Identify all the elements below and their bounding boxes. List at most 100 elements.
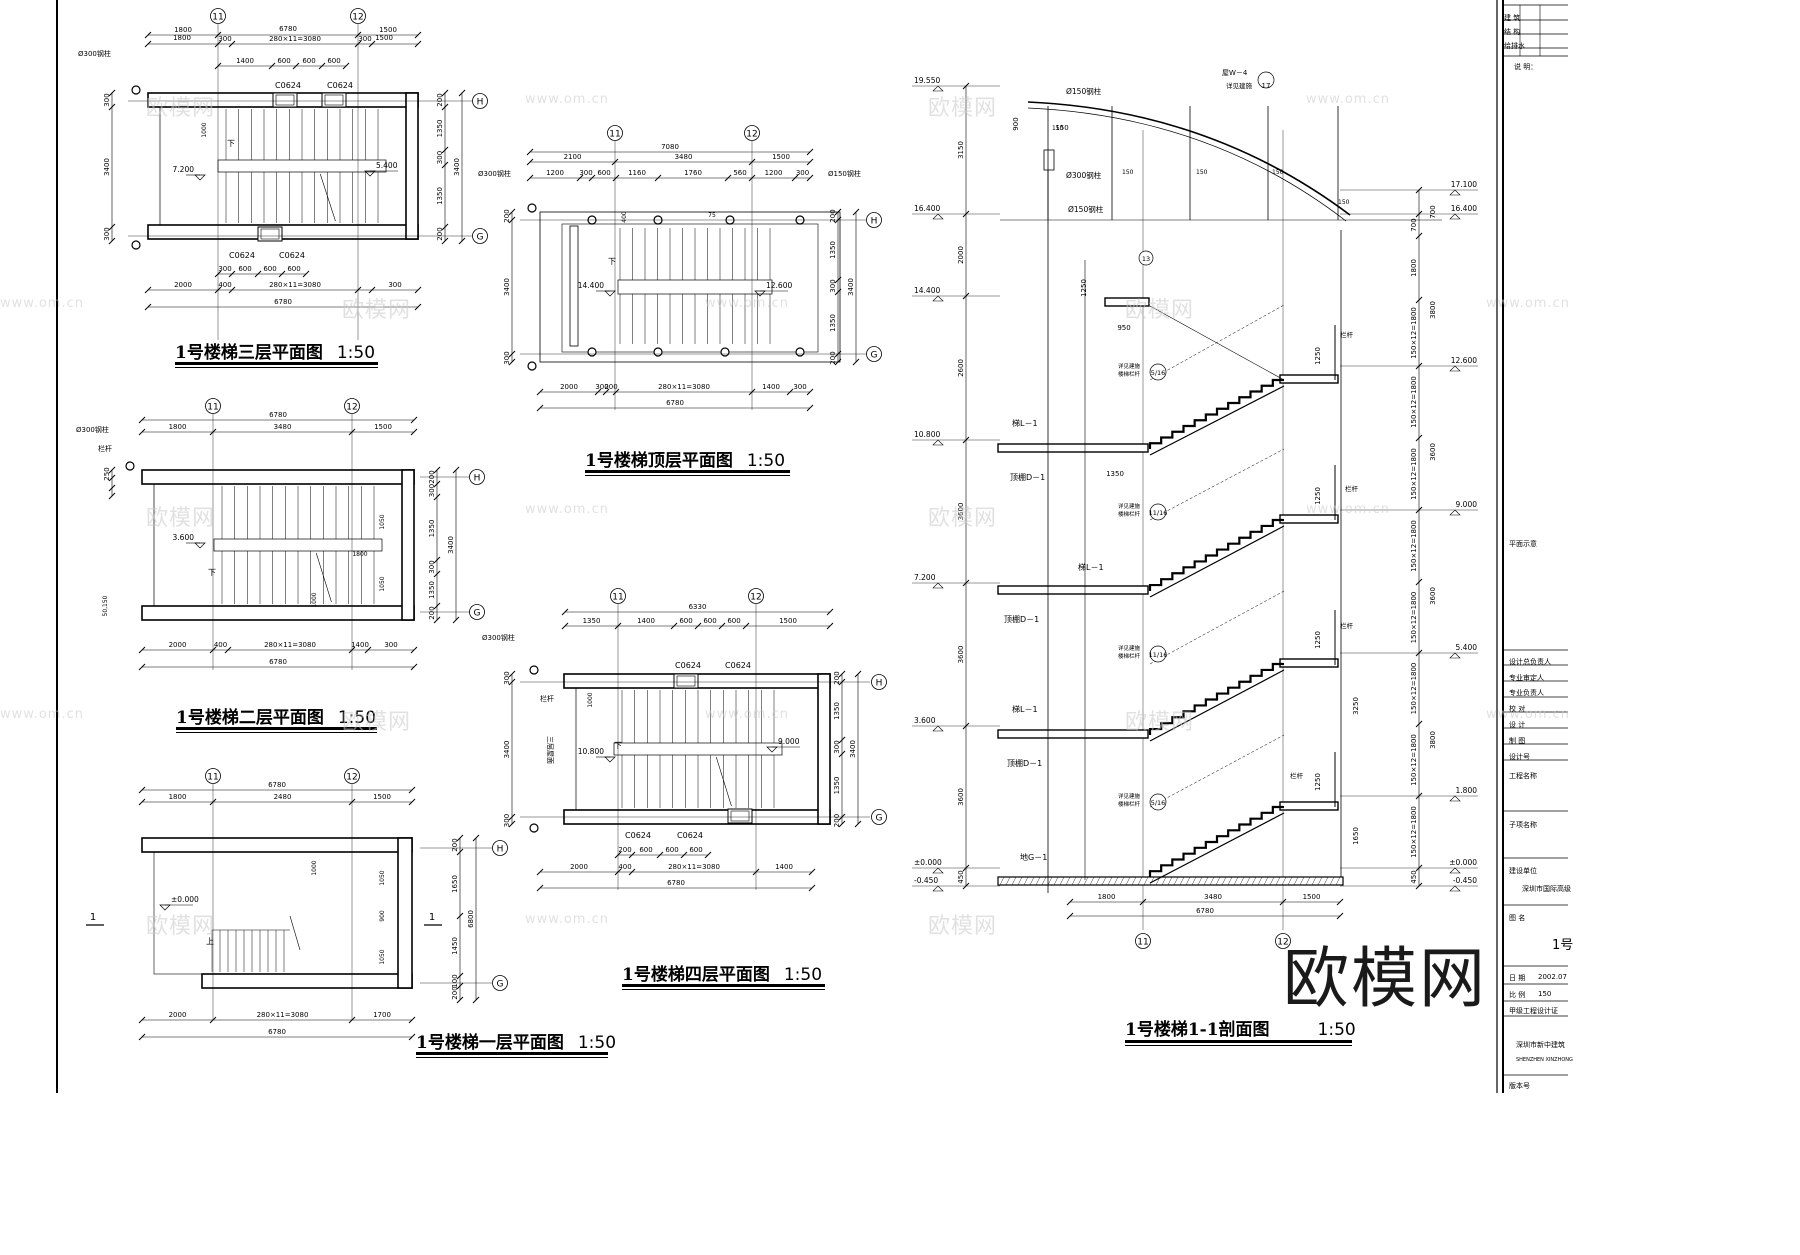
dim-tick — [656, 851, 664, 859]
window-mark — [257, 226, 283, 242]
dim-tick — [368, 40, 376, 48]
elevation-label: 5.400 — [376, 161, 398, 170]
hatch — [1185, 876, 1191, 886]
title-fourth-floor-text: 1号楼梯四层平面图 — [622, 965, 770, 985]
axis-bubble — [871, 674, 887, 690]
dim-tick — [1415, 362, 1423, 370]
dim-tick — [433, 493, 441, 501]
watermark: 欧模网 — [146, 914, 216, 939]
dim-label: 6780 — [269, 658, 287, 666]
elevation-label: 12.600 — [766, 281, 792, 290]
elevation-mark — [604, 756, 616, 763]
dim-tick — [628, 868, 636, 876]
title-top-floor-text: 1号楼梯顶层平面图 — [585, 451, 733, 471]
dim-label: 6780 — [274, 298, 292, 306]
dim-tick — [209, 646, 217, 654]
dim-label: 450 — [957, 870, 965, 883]
dim-tick — [614, 868, 622, 876]
dim-tick — [806, 388, 814, 396]
dim-label: 200 — [503, 209, 511, 222]
elevation-label: 19.550 — [914, 76, 940, 85]
dim-tick — [628, 851, 636, 859]
dim-label: 3800 — [1429, 731, 1437, 749]
tb-date-value: 2002.07 — [1538, 973, 1567, 981]
dim-tick — [508, 820, 516, 828]
watermark-url: www.om.cn — [1486, 707, 1570, 722]
column-label: Ø300钢柱 — [478, 169, 511, 178]
roof-curve — [1027, 107, 1347, 222]
dim-label: 600 — [277, 57, 290, 65]
hatch — [1077, 876, 1083, 886]
dim-tick — [1336, 898, 1344, 906]
hatch — [1113, 876, 1119, 886]
dim-tick — [1415, 232, 1423, 240]
hatch — [999, 876, 1005, 886]
dim-tick — [433, 556, 441, 564]
dim-tick — [748, 388, 756, 396]
elevation-label: -0.450 — [1453, 876, 1477, 885]
rail-label: 栏杆 — [1345, 484, 1359, 493]
column-mark — [795, 347, 805, 357]
dim-tick — [472, 996, 480, 1004]
column-label: Ø300钢柱 — [482, 633, 515, 642]
hatch — [1329, 876, 1335, 886]
column-mark — [125, 461, 135, 471]
dim-tick — [433, 616, 441, 624]
title-underline-thin — [622, 989, 825, 990]
axis-label: 11 — [609, 130, 620, 140]
stair-soffit — [1149, 669, 1285, 742]
window-glass — [260, 228, 280, 240]
dim-label: 1800 — [1410, 259, 1418, 277]
title-section-scale: 1:50 — [1317, 1020, 1356, 1040]
title-third-floor-scale: 1:50 — [336, 343, 376, 363]
dim-label: 3400 — [447, 536, 455, 554]
dim-label: 300 — [503, 814, 511, 827]
dim-tick — [536, 884, 544, 892]
dim-label: 600 — [689, 846, 702, 854]
elevation-label: 14.400 — [914, 286, 940, 295]
column-mark — [587, 347, 597, 357]
floor-slab — [997, 443, 1149, 453]
hatch — [1233, 876, 1239, 886]
dim-label: 280×11=3080 — [658, 383, 710, 391]
dim-label: 400 — [214, 641, 227, 649]
dim-label: 1350 — [833, 777, 841, 795]
rail-label: 栏杆 — [1290, 771, 1304, 780]
dim-tick — [536, 404, 544, 412]
dim-tick — [408, 798, 416, 806]
dim-label: 1500 — [379, 26, 397, 34]
tb-date-label: 日 期 — [1509, 974, 1526, 982]
dim-label: 200 — [451, 838, 459, 851]
elevation-mark — [1449, 189, 1461, 196]
dim-label: 200 — [833, 671, 841, 684]
dim-tick — [536, 868, 544, 876]
column-label: Ø300钢柱 — [78, 49, 111, 58]
floor-slab — [997, 729, 1149, 739]
axis-label: 11 — [612, 593, 623, 603]
elevation-mark — [932, 295, 944, 302]
dim-tick — [410, 428, 418, 436]
dim-tick — [834, 288, 842, 296]
tb-drawing-value: 1号 — [1552, 938, 1574, 953]
hatch — [1293, 876, 1299, 886]
dim-label: 150 — [1196, 169, 1208, 176]
hatch — [1269, 876, 1275, 886]
dim-tick — [408, 1016, 416, 1024]
note-label: 详见建施 — [1118, 644, 1141, 652]
dim-label: 2480 — [274, 793, 292, 801]
hatch — [1209, 876, 1215, 886]
landing-outline — [153, 851, 399, 975]
dim-label: 1350 — [428, 581, 436, 599]
dim-tick — [962, 82, 970, 90]
window-label: C0624 — [725, 661, 751, 670]
dim-label: 200 — [618, 846, 631, 854]
dim-tick — [108, 103, 116, 111]
dim-label: 1000 — [201, 122, 208, 137]
dim-label: 2000 — [169, 1011, 187, 1019]
hatch — [1245, 876, 1251, 886]
landing-outline — [153, 483, 403, 607]
dim-tick — [561, 622, 569, 630]
tb-company-en: SHENZHEN XINZHONG — [1516, 1057, 1573, 1063]
